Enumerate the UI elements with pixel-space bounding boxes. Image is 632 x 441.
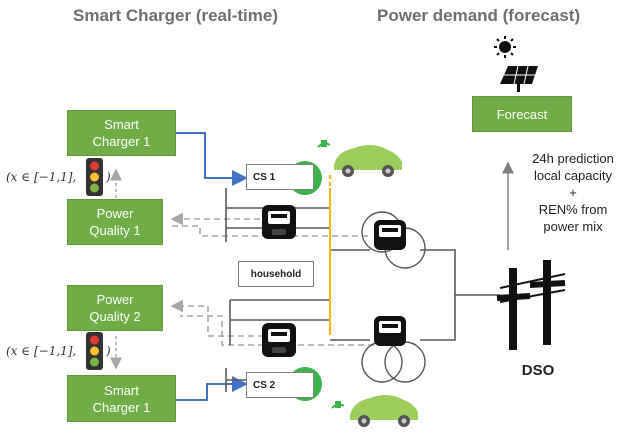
range-label-bottom-close: ) — [106, 344, 111, 358]
household-label: household — [250, 268, 302, 280]
dso-label: DSO — [521, 362, 555, 379]
power-quality-box-2[interactable]: Power Quality 2 — [67, 285, 163, 331]
solar-panel-icon — [500, 65, 538, 92]
power-quality-box-1[interactable]: Power Quality 1 — [67, 199, 163, 245]
charging-station-box-1: CS 1 — [246, 164, 314, 190]
forecast-description: 24h prediction local capacity + REN% fro… — [532, 151, 614, 234]
charging-station-box-2: CS 2 — [246, 372, 314, 398]
control-arrow-cs1 — [176, 132, 248, 186]
heading-smart-charger: Smart Charger (real-time) — [73, 6, 279, 25]
charging-station-label-1: CS 1 — [253, 171, 276, 183]
heading-power-demand: Power demand (forecast) — [377, 6, 581, 25]
household-box: household — [238, 261, 314, 287]
electric-car-icon — [317, 140, 418, 427]
smart-meter-icon — [262, 205, 406, 357]
range-label-bottom: (x ∈ [−1,1], — [6, 344, 77, 358]
forecast-box[interactable]: Forecast — [472, 96, 572, 132]
control-arrow-cs2 — [176, 376, 248, 401]
sun-icon — [494, 36, 516, 58]
smart-charger-box-top[interactable]: Smart Charger 1 — [67, 110, 176, 156]
measurement-arrow-bottom-2 — [180, 315, 374, 346]
traffic-light-icon — [86, 158, 103, 370]
charging-station-label-2: CS 2 — [253, 379, 276, 391]
power-pylon-icon — [496, 260, 566, 350]
measurement-arrow-bottom-1 — [170, 299, 264, 337]
range-label-top: (x ∈ [−1,1], — [6, 170, 77, 184]
smart-charger-box-bottom[interactable]: Smart Charger 1 — [67, 375, 176, 422]
range-label-top-close: ) — [106, 170, 111, 184]
